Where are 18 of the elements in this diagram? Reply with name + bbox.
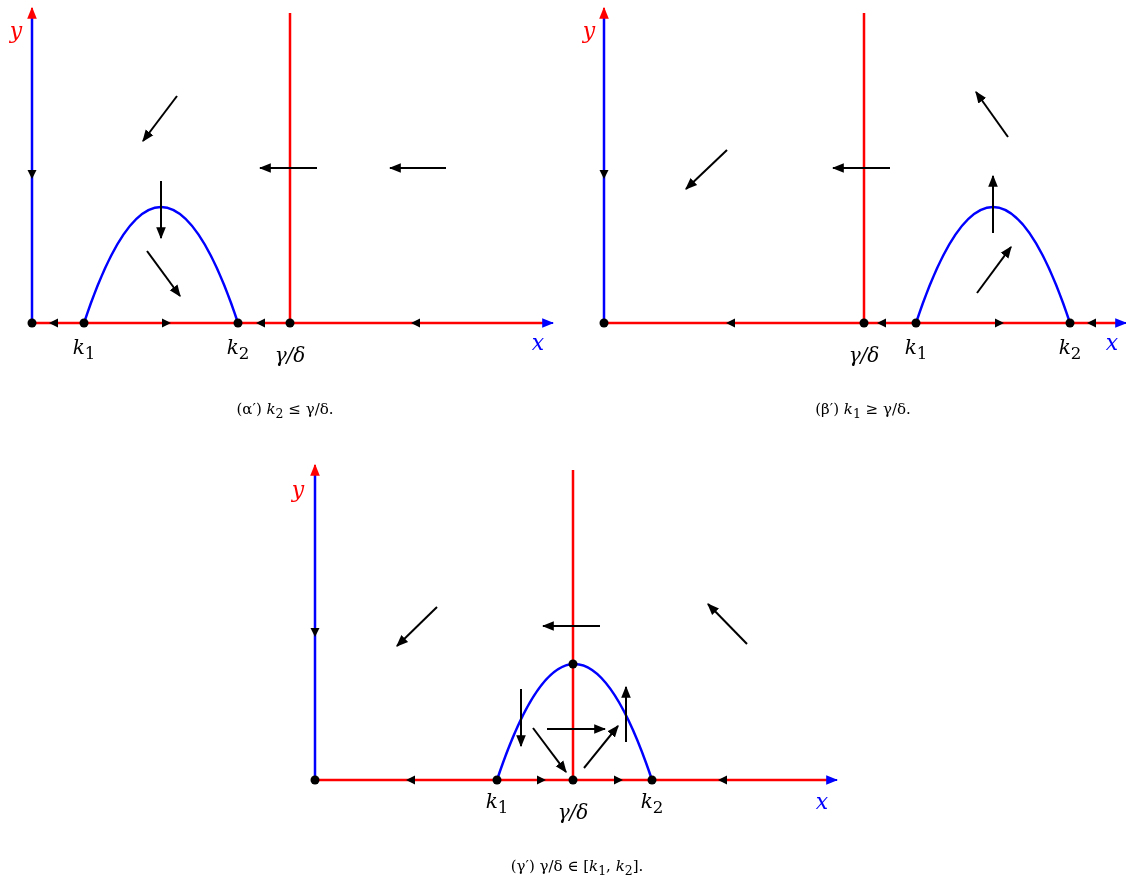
point-label: γ/δ	[274, 345, 306, 365]
point-label: k$_{1}$	[72, 337, 96, 363]
point-label: γ/δ	[848, 345, 880, 365]
point-label: k$_{2}$	[640, 791, 664, 817]
caption: (β′) k$_{1}$ ≥ γ/δ.	[815, 401, 911, 421]
axis-label: y	[291, 479, 305, 501]
caption: (α′) k$_{2}$ ≤ γ/δ.	[236, 401, 334, 421]
point-label: γ/δ	[557, 802, 589, 822]
point-label: k$_{2}$	[1058, 337, 1082, 363]
axis-label: x	[531, 332, 545, 354]
axis-label: x	[1105, 332, 1119, 354]
point-label: k$_{1}$	[485, 791, 509, 817]
axis-label: x	[815, 791, 829, 813]
point-label: k$_{2}$	[226, 337, 250, 363]
axis-label: y	[9, 20, 23, 42]
point-label: k$_{1}$	[904, 337, 928, 363]
caption: (γ′) γ/δ ∈ [k$_{1}$, k$_{2}$].	[510, 858, 644, 878]
axis-label: y	[582, 20, 596, 42]
